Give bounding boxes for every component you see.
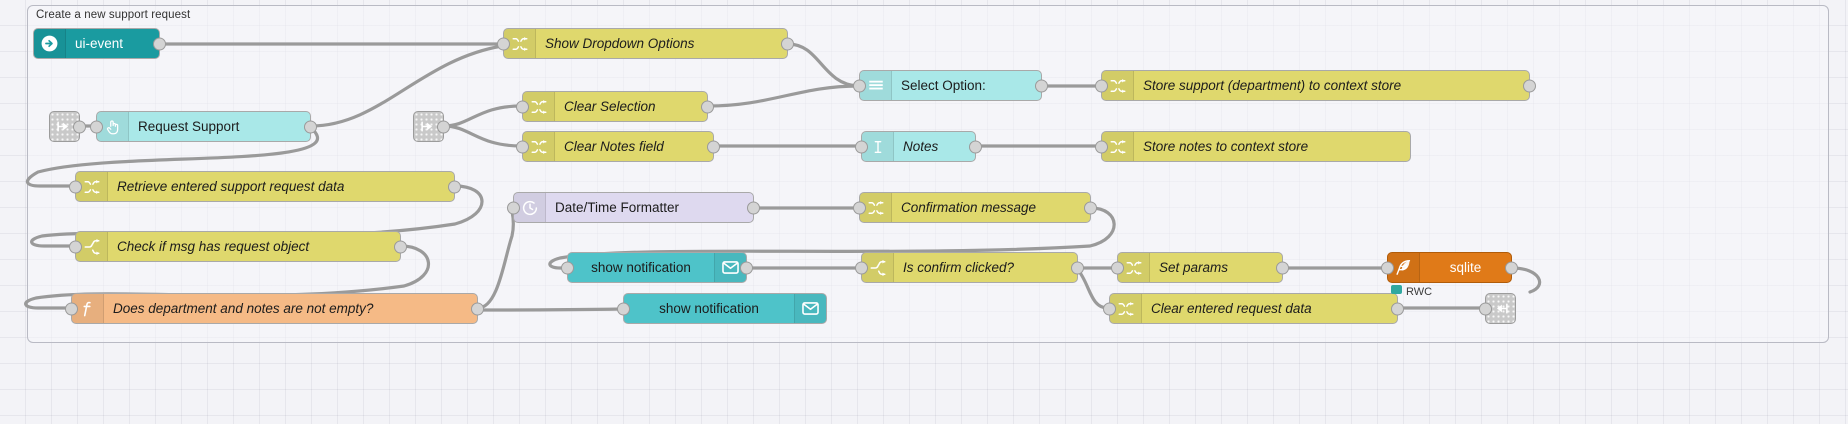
node-store-support-department[interactable]: Store support (department) to context st…: [1095, 70, 1536, 101]
input-port[interactable]: [561, 261, 574, 274]
output-port[interactable]: [1276, 261, 1289, 274]
node-show-dropdown-options-label: Show Dropdown Options: [545, 36, 695, 51]
node-show-notification-1-label: show notification: [591, 260, 691, 275]
input-port[interactable]: [69, 180, 82, 193]
node-show-notification-1[interactable]: show notification: [561, 252, 753, 283]
input-port[interactable]: [855, 140, 868, 153]
change-shuffle-icon: [1102, 132, 1134, 161]
output-port[interactable]: [969, 140, 982, 153]
output-port[interactable]: [1505, 261, 1518, 274]
link-in-icon: [421, 121, 433, 132]
node-retrieve-entered-data[interactable]: Retrieve entered support request data: [69, 171, 461, 202]
node-is-confirm-clicked-label: Is confirm clicked?: [903, 260, 1015, 275]
output-port[interactable]: [394, 240, 407, 253]
node-request-support-label: Request Support: [138, 119, 240, 134]
node-set-params-label: Set params: [1159, 260, 1229, 275]
node-notes[interactable]: Notes: [855, 131, 982, 162]
node-check-msg-request-object[interactable]: Check if msg has request object: [69, 231, 407, 262]
input-port[interactable]: [90, 120, 103, 133]
input-port[interactable]: [853, 79, 866, 92]
link-in-icon: [57, 121, 69, 132]
output-port[interactable]: [740, 261, 753, 274]
link-in-node-2[interactable]: [413, 111, 450, 142]
node-set-params[interactable]: Set params: [1111, 252, 1289, 283]
input-port[interactable]: [1381, 261, 1394, 274]
input-port[interactable]: [1095, 79, 1108, 92]
node-clear-entered-request-data[interactable]: Clear entered request data: [1103, 293, 1404, 324]
node-clear-selection-label: Clear Selection: [564, 99, 656, 114]
flow-group-label: Create a new support request: [36, 9, 191, 21]
envelope-icon: [794, 294, 826, 323]
output-port[interactable]: [1035, 79, 1048, 92]
change-shuffle-icon: [504, 29, 536, 58]
input-port[interactable]: [617, 302, 630, 315]
node-notes-label: Notes: [903, 139, 939, 154]
node-select-option[interactable]: Select Option:: [853, 70, 1048, 101]
node-clear-selection[interactable]: Clear Selection: [516, 91, 714, 122]
node-clear-notes-field[interactable]: Clear Notes field: [516, 131, 720, 162]
node-retrieve-entered-data-label: Retrieve entered support request data: [117, 179, 345, 194]
input-port[interactable]: [1095, 140, 1108, 153]
output-port[interactable]: [448, 180, 461, 193]
input-port[interactable]: [516, 100, 529, 113]
node-select-option-label: Select Option:: [901, 78, 986, 93]
node-confirmation-message[interactable]: Confirmation message: [853, 192, 1097, 223]
node-store-notes-label: Store notes to context store: [1143, 139, 1309, 154]
node-does-department-notes-not-empty[interactable]: Does department and notes are not empty?: [65, 293, 484, 324]
node-clear-entered-request-data-label: Clear entered request data: [1151, 301, 1312, 316]
status-text: RWC: [1406, 286, 1433, 298]
output-port[interactable]: [304, 120, 317, 133]
node-store-notes[interactable]: Store notes to context store: [1095, 131, 1411, 162]
node-request-support[interactable]: Request Support: [90, 111, 317, 142]
node-check-msg-request-object-label: Check if msg has request object: [117, 239, 310, 254]
node-does-department-notes-not-empty-label: Does department and notes are not empty?: [113, 301, 374, 316]
node-ui-event-label: ui-event: [75, 36, 124, 51]
node-datetime-formatter[interactable]: Date/Time Formatter: [507, 192, 760, 223]
input-port[interactable]: [853, 201, 866, 214]
node-confirmation-message-label: Confirmation message: [901, 200, 1037, 215]
output-port[interactable]: [437, 120, 450, 133]
function-f-icon: [72, 294, 104, 323]
output-port[interactable]: [153, 37, 166, 50]
node-sqlite-label: sqlite: [1449, 260, 1482, 275]
input-port[interactable]: [69, 240, 82, 253]
output-port[interactable]: [1071, 261, 1084, 274]
output-port[interactable]: [73, 120, 86, 133]
output-port[interactable]: [1391, 302, 1404, 315]
input-port[interactable]: [65, 302, 78, 315]
input-port[interactable]: [507, 201, 520, 214]
node-show-notification-2-label: show notification: [659, 301, 759, 316]
node-ui-event[interactable]: ui-event: [33, 28, 166, 59]
node-datetime-formatter-label: Date/Time Formatter: [555, 200, 680, 215]
input-port[interactable]: [1111, 261, 1124, 274]
link-out-node-1[interactable]: [1479, 293, 1516, 324]
input-port[interactable]: [497, 37, 510, 50]
output-port[interactable]: [1523, 79, 1536, 92]
node-show-dropdown-options[interactable]: Show Dropdown Options: [497, 28, 794, 59]
output-port[interactable]: [701, 100, 714, 113]
link-out-icon: [1496, 303, 1508, 314]
status-indicator-dot: [1391, 285, 1402, 294]
output-port[interactable]: [1084, 201, 1097, 214]
node-sqlite[interactable]: sqlite RWC: [1381, 252, 1518, 298]
output-port[interactable]: [707, 140, 720, 153]
change-shuffle-icon: [1110, 294, 1142, 323]
input-port[interactable]: [516, 140, 529, 153]
output-port[interactable]: [747, 201, 760, 214]
output-port[interactable]: [471, 302, 484, 315]
output-port[interactable]: [781, 37, 794, 50]
link-in-node-1[interactable]: [49, 111, 86, 142]
node-clear-notes-field-label: Clear Notes field: [564, 139, 664, 154]
input-port[interactable]: [1479, 302, 1492, 315]
input-port[interactable]: [1103, 302, 1116, 315]
node-show-notification-2[interactable]: show notification: [617, 293, 827, 324]
input-port[interactable]: [855, 261, 868, 274]
node-store-support-department-label: Store support (department) to context st…: [1143, 78, 1402, 93]
arrow-right-circle-icon: [34, 29, 66, 58]
node-is-confirm-clicked[interactable]: Is confirm clicked?: [855, 252, 1084, 283]
